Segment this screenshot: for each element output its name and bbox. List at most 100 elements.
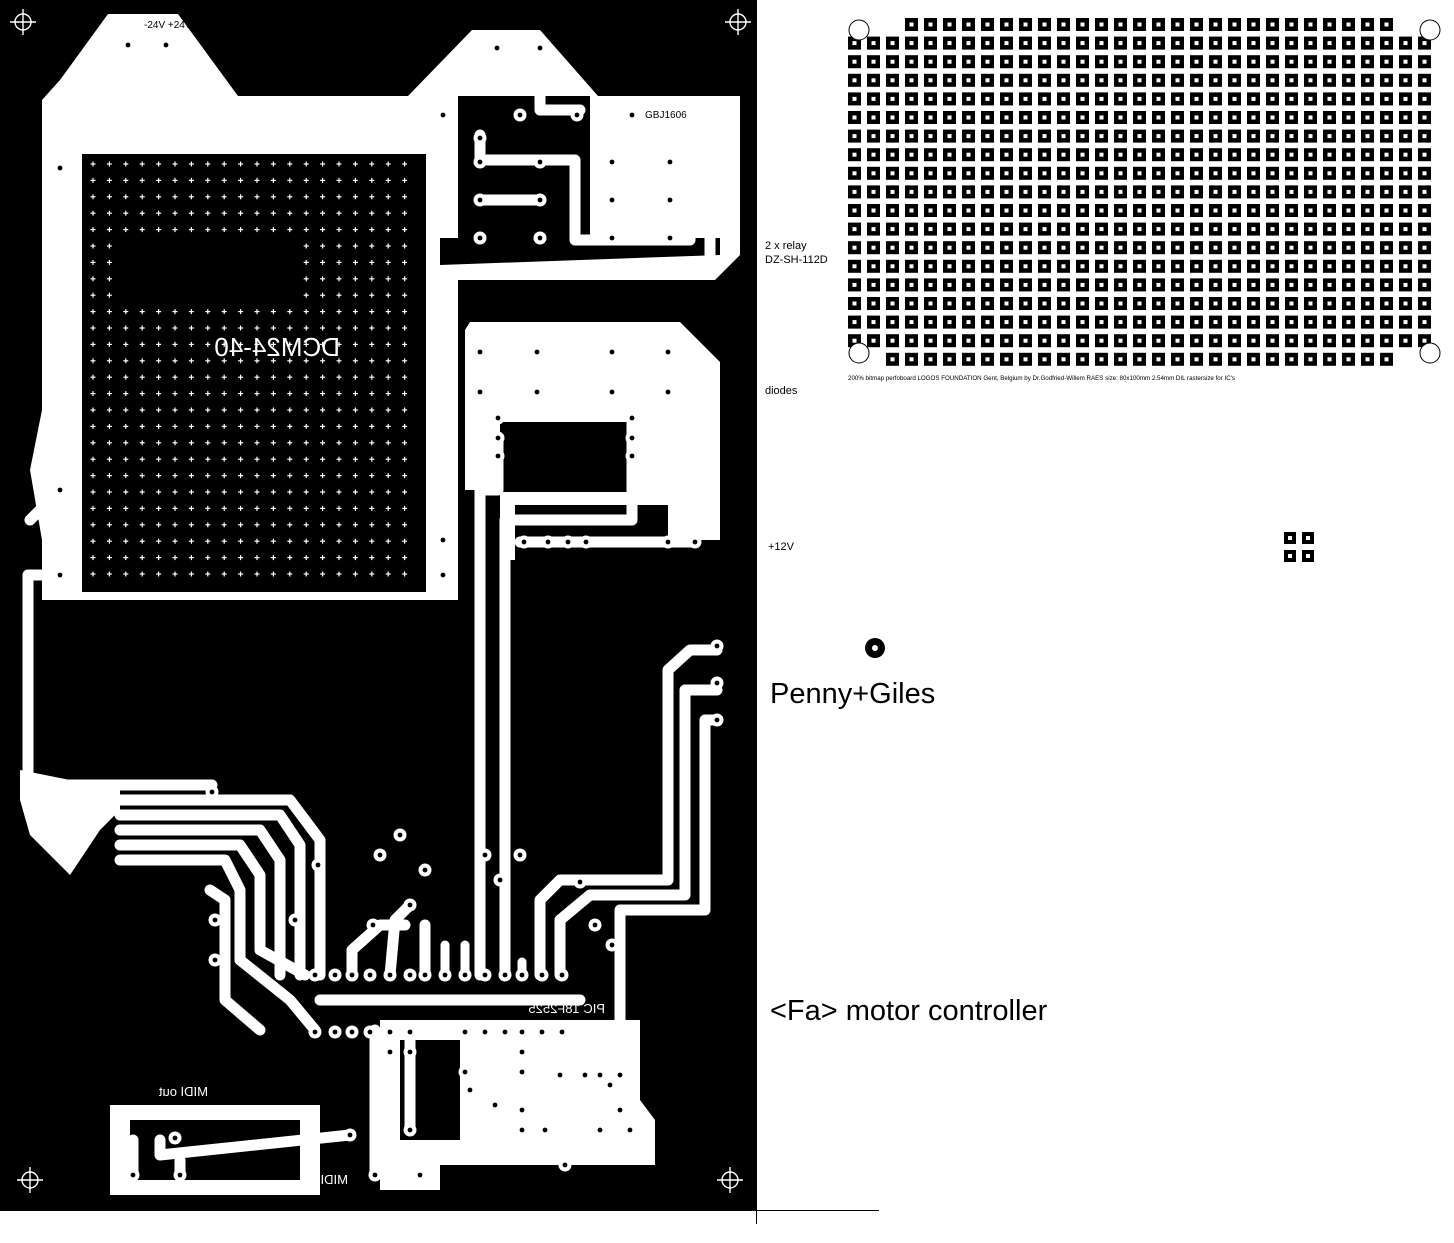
pad	[288, 913, 302, 927]
grid-dot	[188, 555, 194, 561]
perf-hole	[1076, 259, 1089, 273]
grid-dot	[221, 177, 227, 183]
perf-hole	[1266, 166, 1279, 180]
grid-dot	[287, 473, 293, 479]
grid-dot	[320, 161, 326, 167]
perf-hole	[1171, 73, 1184, 87]
grid-dot	[123, 341, 129, 347]
perf-hole	[1057, 278, 1070, 292]
perf-hole	[1266, 334, 1279, 348]
grid-dot	[303, 522, 309, 528]
perf-hole	[1266, 278, 1279, 292]
grid-dot	[336, 227, 342, 233]
perf-hole	[1000, 334, 1013, 348]
grid-dot	[205, 161, 211, 167]
perf-hole	[1399, 92, 1412, 106]
perf-hole	[1019, 241, 1032, 255]
perf-hole	[1076, 73, 1089, 87]
perf-hole	[1133, 241, 1146, 255]
grid-dot	[270, 489, 276, 495]
perf-hole	[962, 297, 975, 310]
perf-hole	[1095, 334, 1108, 348]
perf-hole	[1038, 241, 1051, 255]
perf-hole	[1114, 315, 1127, 329]
perf-hole	[1076, 241, 1089, 255]
grid-dot	[402, 538, 408, 544]
grid-dot	[90, 456, 96, 462]
perf-hole	[1228, 259, 1241, 273]
perf-hole	[1209, 334, 1222, 348]
perf-hole	[1171, 92, 1184, 106]
grid-dot	[303, 407, 309, 413]
pad	[463, 1083, 477, 1097]
pad	[366, 918, 380, 932]
perf-hole	[1304, 129, 1317, 143]
grid-dot	[385, 292, 391, 298]
perf-hole	[1095, 278, 1108, 292]
perf-hole	[1133, 166, 1146, 180]
grid-dot	[123, 161, 129, 167]
perf-hole	[1171, 55, 1184, 69]
perf-hole	[1247, 297, 1260, 310]
grid-dot	[238, 194, 244, 200]
perf-hole	[1190, 204, 1203, 217]
perf-hole	[962, 204, 975, 217]
grid-dot	[287, 309, 293, 315]
grid-dot	[320, 391, 326, 397]
grid-dot	[402, 227, 408, 233]
perf-hole	[1038, 18, 1051, 31]
grid-dot	[369, 292, 375, 298]
perf-hole	[1418, 297, 1431, 310]
grid-dot	[352, 538, 358, 544]
perf-hole	[943, 129, 956, 143]
grid-dot	[254, 555, 260, 561]
perf-hole	[1342, 166, 1355, 180]
grid-dot	[352, 505, 358, 511]
grid-dot	[106, 177, 112, 183]
perf-hole	[924, 222, 937, 236]
perf-hole	[1114, 166, 1127, 180]
perf-hole	[1418, 315, 1431, 329]
perf-hole	[981, 73, 994, 87]
perf-hole	[1228, 73, 1241, 87]
perf-hole	[848, 222, 861, 236]
perf-hole	[1342, 36, 1355, 50]
pad	[530, 385, 544, 399]
pad	[328, 968, 342, 982]
grid-dot	[90, 177, 96, 183]
perf-hole	[1076, 36, 1089, 50]
pad	[498, 968, 512, 982]
perf-hole	[1304, 278, 1317, 292]
pad	[661, 385, 675, 399]
grid-dot	[352, 292, 358, 298]
pad	[168, 1131, 182, 1145]
perf-hole	[1057, 259, 1070, 273]
grid-dot	[221, 374, 227, 380]
grid-dot	[369, 374, 375, 380]
perf-hole	[1399, 334, 1412, 348]
grid-dot	[270, 341, 276, 347]
grid-dot	[402, 407, 408, 413]
perf-hole	[1095, 148, 1108, 162]
grid-dot	[123, 473, 129, 479]
perf-hole	[981, 297, 994, 310]
grid-dot	[402, 423, 408, 429]
grid-dot	[320, 210, 326, 216]
grid-dot	[172, 194, 178, 200]
pad	[491, 449, 505, 463]
grid-dot	[90, 259, 96, 265]
grid-dot	[254, 325, 260, 331]
perf-hole	[1285, 73, 1298, 87]
perf-hole	[886, 166, 899, 180]
perf-hole	[1038, 55, 1051, 69]
perf-hole	[1228, 55, 1241, 69]
perf-hole	[886, 92, 899, 106]
perf-hole	[1000, 204, 1013, 217]
solder-pads	[53, 38, 724, 1182]
perf-hole	[1000, 241, 1013, 255]
grid-dot	[106, 505, 112, 511]
grid-dot	[402, 358, 408, 364]
grid-dot	[106, 325, 112, 331]
perf-hole	[1323, 352, 1336, 366]
grid-dot	[172, 227, 178, 233]
